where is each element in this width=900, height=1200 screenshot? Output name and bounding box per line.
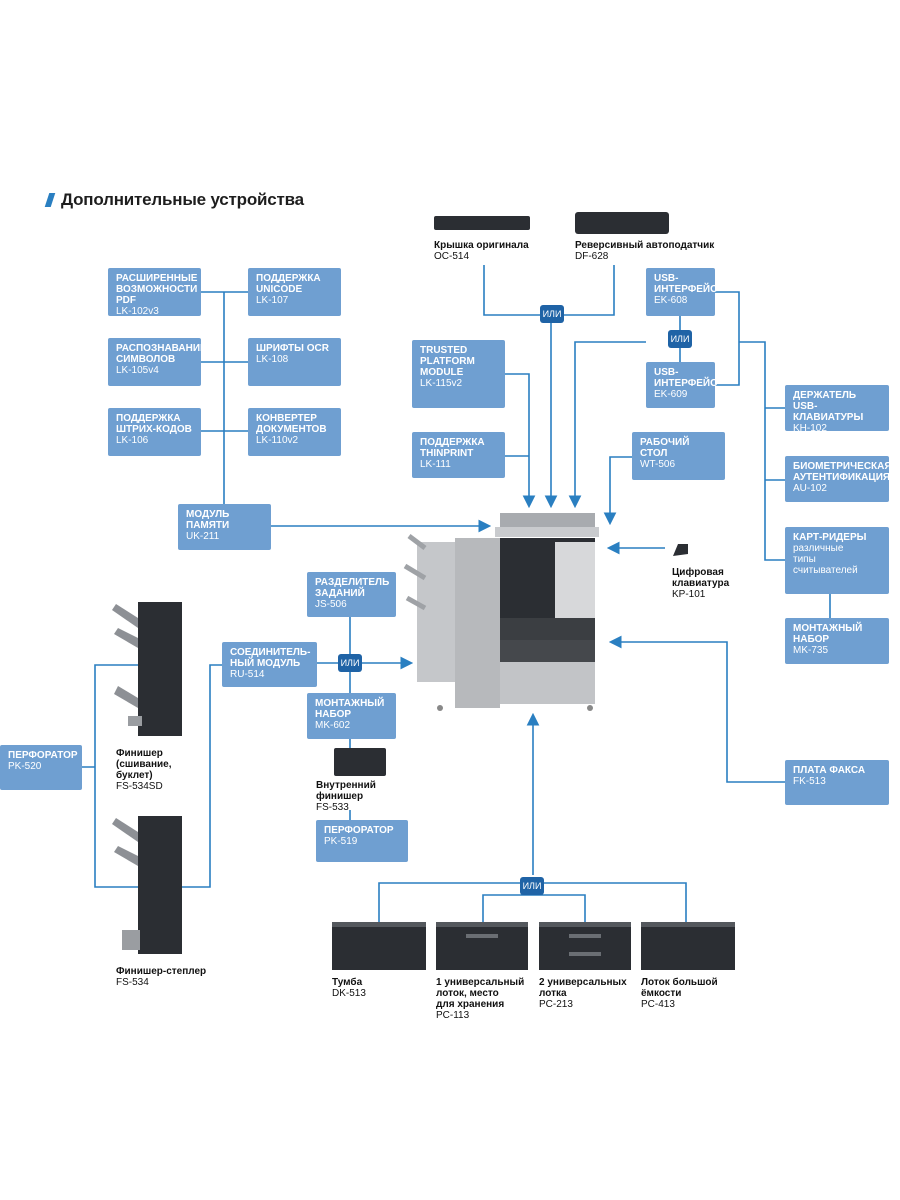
option-name: USB- интерфейс: [654, 273, 718, 295]
option-name: Перфоратор: [324, 825, 394, 836]
option-name: Плата факса: [793, 765, 866, 776]
option-code: LK-107: [256, 295, 289, 306]
caption-kp-101: Цифровая клавиатура KP-101: [672, 567, 730, 600]
option-code: различные типы считывателей: [793, 543, 858, 576]
option-lk-115: Trusted Platform Module LK-115v2: [412, 340, 505, 408]
booklet-finisher-image: [112, 602, 182, 736]
caption-pc-213: 2 универсальных лотка PC-213: [539, 977, 627, 1010]
option-lk-111: Поддержка ThinPrint LK-111: [412, 432, 505, 478]
or-badge: ИЛИ: [338, 654, 362, 672]
option-name: Поддержка штрих-кодов: [116, 413, 192, 435]
lct-pc-413-image: [641, 922, 735, 970]
option-code: MK-735: [793, 645, 829, 656]
option-kh-102: Держатель USB-клавиатуры KH-102: [785, 385, 889, 434]
option-au-102: Биометрическая аутентификация AU-102: [785, 456, 892, 502]
document-feeder-image: [575, 212, 669, 234]
option-lk-105: Распознавание символов LK-105v4: [108, 338, 207, 386]
option-code: LK-105v4: [116, 365, 159, 376]
section-title: Дополнительные устройства: [44, 190, 304, 210]
option-pk-520: Перфоратор PK-520: [0, 745, 82, 790]
option-lk-106: Поддержка штрих-кодов LK-106: [108, 408, 201, 456]
caption-fs-534: Финишер-степлер FS-534: [116, 966, 207, 988]
option-name: Монтажный набор: [793, 623, 863, 645]
option-lk-110: Конвертер документов LK-110v2: [248, 408, 341, 456]
option-name: Перфоратор: [8, 750, 78, 761]
option-code: LK-106: [116, 435, 149, 446]
option-lk-108: Шрифты OCR LK-108: [248, 338, 341, 386]
option-name: Монтажный набор: [315, 698, 385, 720]
option-name: Поддержка Unicode: [256, 273, 321, 295]
title-marker-icon: [44, 193, 56, 207]
option-name: Распознавание символов: [116, 343, 207, 365]
option-name: Рабочий стол: [640, 437, 690, 459]
option-code: RU-514: [230, 669, 265, 680]
option-code: AU-102: [793, 483, 827, 494]
caption-dk-513: Тумба DK-513: [332, 977, 366, 999]
caption-pc-113: 1 универсальный лоток, место для хранени…: [436, 977, 525, 1021]
stapler-finisher-image: [112, 816, 182, 954]
option-code: JS-506: [315, 599, 347, 610]
original-cover-image: [434, 216, 530, 230]
option-lk-107: Поддержка Unicode LK-107: [248, 268, 341, 316]
option-code: EK-609: [654, 389, 688, 400]
option-name: USB- интерфейс: [654, 367, 718, 389]
option-wt-506: Рабочий стол WT-506: [632, 432, 725, 480]
option-code: KH-102: [793, 423, 827, 434]
caption-pc-413: Лоток большой ёмкости PC-413: [641, 977, 718, 1010]
desk-dk-513-image: [332, 922, 426, 970]
option-name: Поддержка ThinPrint: [420, 437, 485, 459]
option-code: MK-602: [315, 720, 351, 731]
option-code: LK-111: [420, 459, 451, 470]
paper-cassette-pc-113-image: [436, 922, 528, 970]
main-mfp-image: [403, 513, 599, 711]
or-badge: ИЛИ: [540, 305, 564, 323]
option-name: Держатель USB-клавиатуры: [793, 390, 864, 423]
option-code: LK-110v2: [256, 435, 299, 446]
option-name: Модуль памяти: [186, 509, 230, 531]
option-ru-514: Соединитель- ный модуль RU-514: [222, 642, 317, 687]
option-code: LK-115v2: [420, 378, 463, 389]
option-fk-513: Плата факса FK-513: [785, 760, 889, 805]
option-code: EK-608: [654, 295, 688, 306]
option-code: LK-102v3: [116, 306, 159, 317]
option-code: LK-108: [256, 354, 289, 365]
inner-finisher-image: [334, 748, 386, 776]
caption-df-628: Реверсивный автоподатчик DF-628: [575, 240, 715, 262]
caption-oc-514: Крышка оригинала OC-514: [434, 240, 529, 262]
option-code: PK-519: [324, 836, 358, 847]
option-name: Шрифты OCR: [256, 343, 329, 354]
option-code: FK-513: [793, 776, 826, 787]
option-pk-519: Перфоратор PK-519: [316, 820, 408, 862]
paper-cassette-pc-213-image: [539, 922, 631, 970]
option-code: WT-506: [640, 459, 676, 470]
option-name: Карт-ридеры: [793, 532, 867, 543]
option-js-506: Разделитель заданий JS-506: [307, 572, 396, 617]
option-name: Соединитель- ный модуль: [230, 647, 311, 669]
option-lk-102: Расширенные возможности PDF LK-102v3: [108, 268, 201, 317]
option-code: PK-520: [8, 761, 42, 772]
option-name: Конвертер документов: [256, 413, 327, 435]
or-badge: ИЛИ: [520, 877, 544, 895]
option-code: UK-211: [186, 531, 220, 542]
option-ek-609: USB- интерфейс EK-609: [646, 362, 718, 408]
caption-fs-534sd: Финишер (сшивание, буклет) FS-534SD: [116, 748, 172, 792]
option-card-readers: Карт-ридеры различные типы считывателей: [785, 527, 889, 594]
or-badge: ИЛИ: [668, 330, 692, 348]
caption-fs-533: Внутренний финишер FS-533: [316, 780, 376, 813]
option-name: Разделитель заданий: [315, 577, 390, 599]
option-name: Биометрическая аутентификация: [793, 461, 892, 483]
option-mk-602: Монтажный набор MK-602: [307, 693, 396, 739]
option-name: Trusted Platform Module: [420, 345, 475, 378]
option-ek-608: USB- интерфейс EK-608: [646, 268, 718, 316]
numeric-keypad-image: [673, 544, 688, 556]
option-mk-735: Монтажный набор MK-735: [785, 618, 889, 664]
option-uk-211: Модуль памяти UK-211: [178, 504, 271, 550]
option-name: Расширенные возможности PDF: [116, 273, 198, 306]
